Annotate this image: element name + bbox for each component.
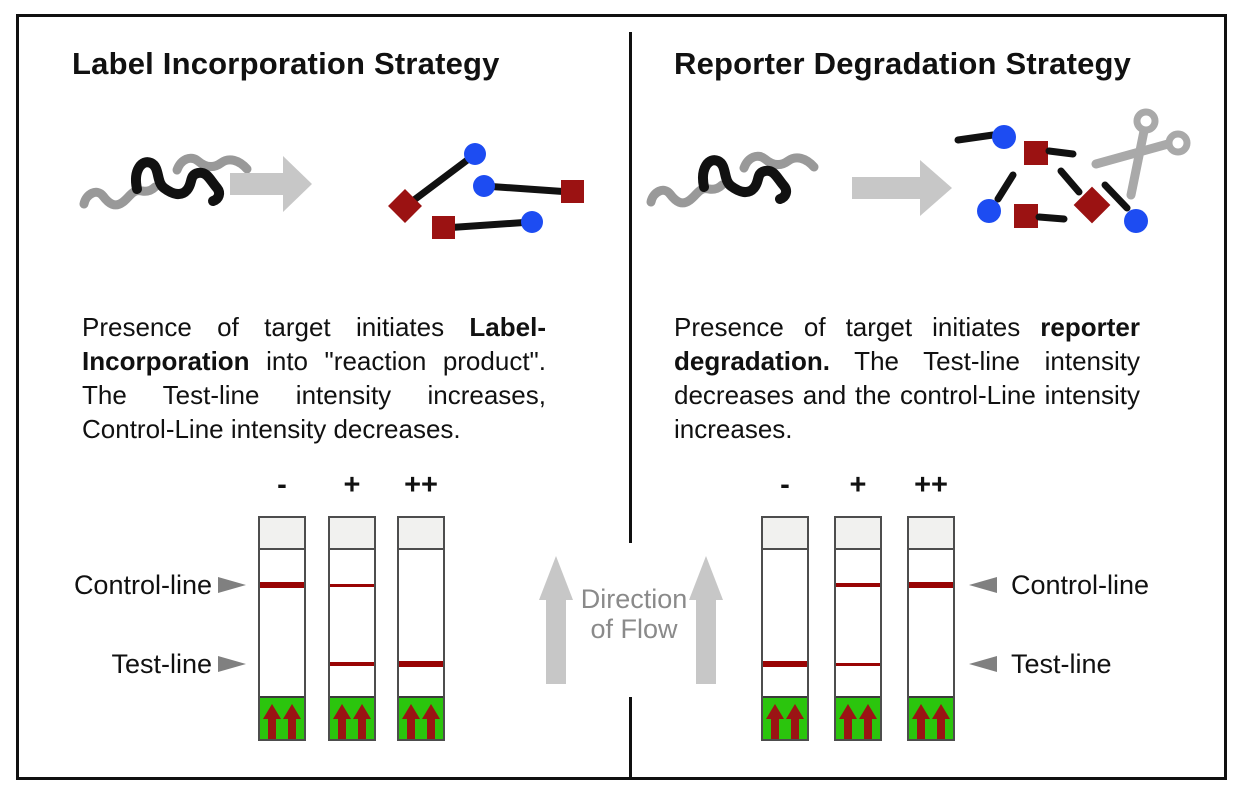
flow-arrows-icon [263,704,301,739]
conjugate-pad [330,696,374,739]
test-strip [834,516,882,741]
description-text: Presence of target initiates [82,312,470,342]
control-line-label: Control-line [73,570,212,600]
panel-divider [629,32,632,543]
control-line-band [909,582,953,588]
control-line-label: Control-line [1011,570,1150,600]
description-bold-text: Label-Incorporation [82,312,546,376]
flow-arrows-icon [839,704,877,739]
conjugate-pad [836,696,880,739]
test-line-band [763,661,807,667]
control-line-band [260,582,304,588]
test-line-band [399,661,443,667]
strip-label-negative: - [780,469,790,501]
test-strip [907,516,955,741]
left-panel-title: Label Incorporation Strategy [72,46,500,81]
strip-label-positive: + [343,469,361,501]
strip-label-strong-positive: ++ [914,469,948,501]
test-line-band [330,662,374,666]
pointer-triangle-icon [969,577,997,593]
strip-label-positive: + [849,469,867,501]
control-line-band [330,583,374,587]
right-panel-description: Presence of target initiates reporter de… [674,310,1140,446]
panel-divider [629,697,632,780]
reporter-degradation-illustration [646,108,1191,233]
reaction-arrow-icon [852,160,952,216]
sample-pad [330,518,374,550]
labeled-reporters-icon [388,143,584,239]
sample-pad [836,518,880,550]
test-line-label: Test-line [111,649,212,679]
sample-pad [399,518,443,550]
description-text: into "reaction product". The Test-line i… [82,346,546,444]
sample-pad [763,518,807,550]
flow-arrows-icon [912,704,950,739]
direction-of-flow-line2: of Flow [590,614,678,644]
flow-arrows-icon [766,704,804,739]
conjugate-pad [763,696,807,739]
description-text: The Test-line intensity decreases and th… [674,346,1140,444]
strip-label-negative: - [277,469,287,501]
test-strip [397,516,445,741]
sample-pad [909,518,953,550]
conjugate-pad [909,696,953,739]
sample-pad [260,518,304,550]
test-line-band [836,662,880,666]
pointer-triangle-icon [969,656,997,672]
left-panel-description: Presence of target initiates Label-Incor… [82,310,546,446]
degraded-reporters-icon [954,125,1148,233]
flow-arrows-icon [333,704,371,739]
strip-label-strong-positive: ++ [404,469,438,501]
conjugate-pad [260,696,304,739]
direction-of-flow-line1: Direction [580,584,688,614]
scissors-icon [1091,108,1191,200]
description-text: Presence of target initiates [674,312,1041,342]
reaction-arrow-icon [230,156,312,212]
target-strands-icon [646,151,819,208]
flow-direction-arrows-icon [539,556,723,684]
test-line-label: Test-line [1011,649,1112,679]
flow-arrows-icon [402,704,440,739]
test-strip [328,516,376,741]
pointer-triangle-icon [218,656,246,672]
target-strands-icon [79,153,252,210]
test-strip [761,516,809,741]
test-strip [258,516,306,741]
direction-of-flow-label: Direction of Flow [566,584,702,644]
label-incorporation-illustration [79,143,584,239]
description-bold-text: reporter degradation. [674,312,1140,376]
right-panel-title: Reporter Degradation Strategy [674,46,1132,81]
pointer-triangle-icon [218,577,246,593]
control-line-band [836,583,880,587]
conjugate-pad [399,696,443,739]
